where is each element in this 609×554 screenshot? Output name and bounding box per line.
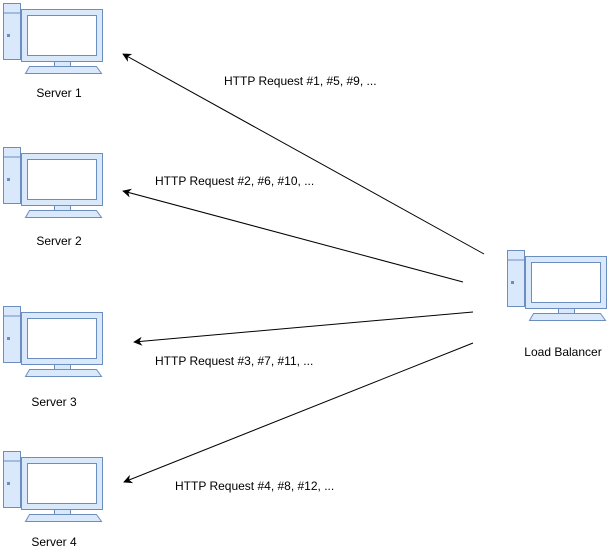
edge-label-server-3: HTTP Request #3, #7, #11, ... xyxy=(155,354,313,368)
arrow-to-server-3 xyxy=(133,311,474,346)
server-3-label: Server 3 xyxy=(31,395,77,409)
load-balancer-label: Load Balancer xyxy=(524,345,601,359)
edge-label-server-2: HTTP Request #2, #6, #10, ... xyxy=(155,174,314,188)
arrow-to-server-1 xyxy=(122,53,485,255)
server-4-node: Server 4 xyxy=(3,451,103,549)
arrow-to-server-2 xyxy=(122,188,464,283)
server-4-label: Server 4 xyxy=(31,535,77,549)
arrow-to-server-4 xyxy=(123,342,474,484)
desktop-computer-icon xyxy=(507,250,607,321)
server-1-node: Server 1 xyxy=(3,3,103,100)
desktop-computer-icon xyxy=(3,306,103,377)
server-2-node: Server 2 xyxy=(3,147,103,248)
server-1-label: Server 1 xyxy=(36,86,82,100)
desktop-computer-icon xyxy=(3,451,103,522)
server-2-label: Server 2 xyxy=(36,234,82,248)
desktop-computer-icon xyxy=(3,3,103,74)
server-3-node: Server 3 xyxy=(3,306,103,409)
load-balancer-node: Load Balancer xyxy=(507,250,607,359)
edge-label-server-1: HTTP Request #1, #5, #9, ... xyxy=(224,74,377,88)
desktop-computer-icon xyxy=(3,147,103,218)
edge-label-server-4: HTTP Request #4, #8, #12, ... xyxy=(175,479,334,493)
